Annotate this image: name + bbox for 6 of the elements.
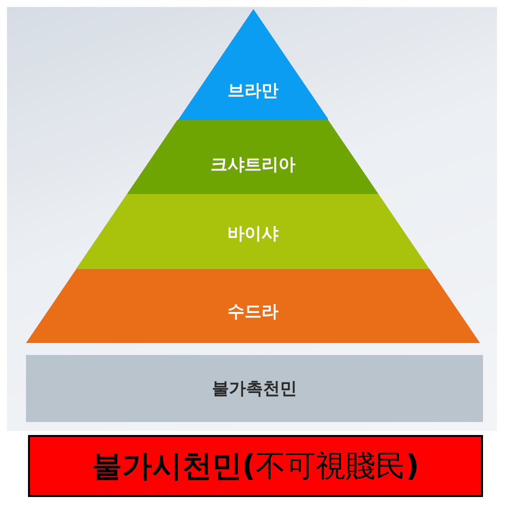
pyramid-tier: 바이샤 — [76, 194, 430, 269]
pyramid-tier: 브라만 — [178, 9, 328, 120]
base-band: 불가촉천민 — [26, 355, 483, 422]
title-box: 불가시천민(不可視賤民) — [28, 435, 483, 497]
pyramid-tier: 수드라 — [26, 269, 480, 343]
pyramid-tier: 크샤트리아 — [127, 120, 379, 194]
